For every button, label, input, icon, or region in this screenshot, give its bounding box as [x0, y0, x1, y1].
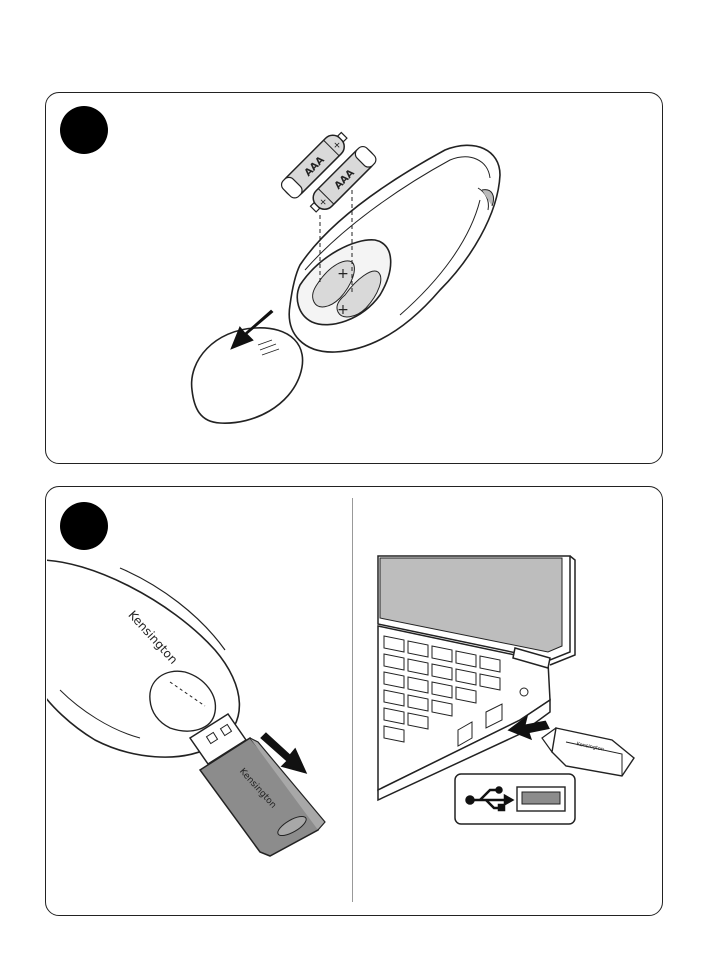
laptop — [378, 556, 575, 800]
usb-port-callout — [455, 774, 575, 824]
usb-receiver-small — [542, 728, 634, 776]
